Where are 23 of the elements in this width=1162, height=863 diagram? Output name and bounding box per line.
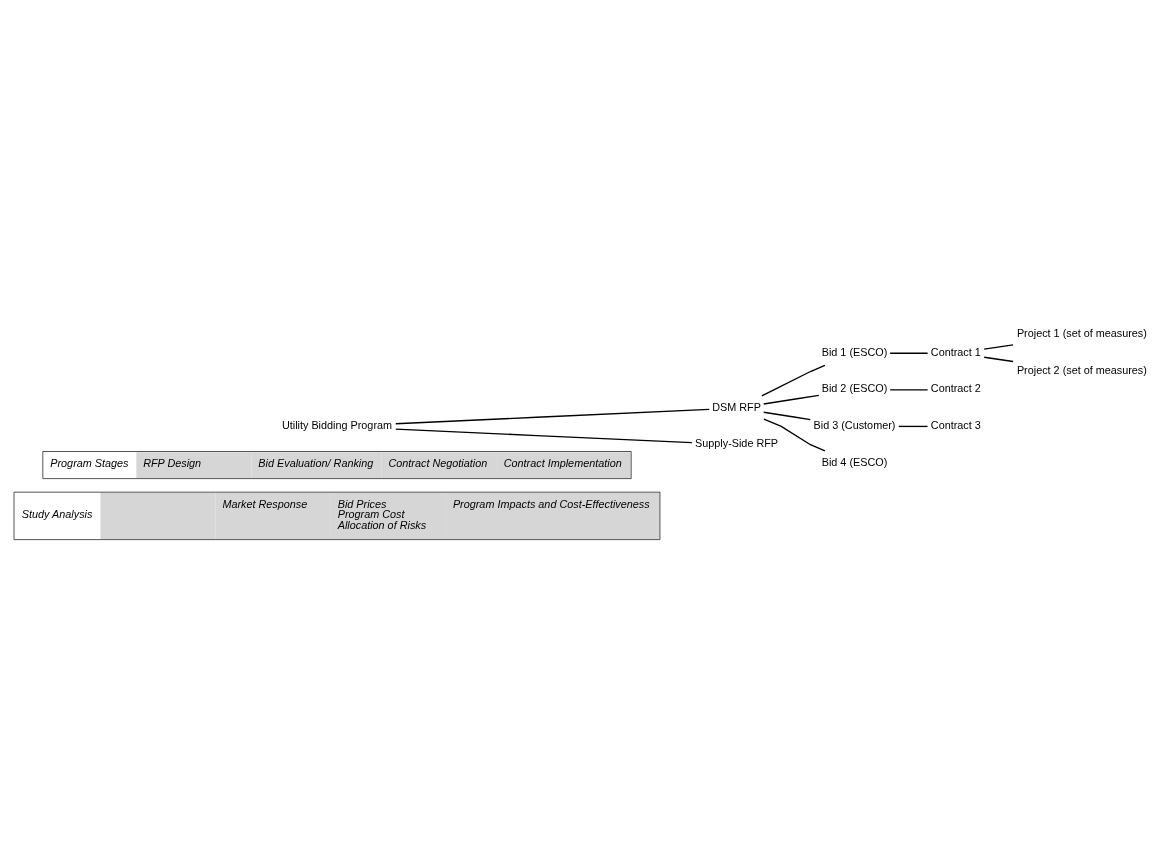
connector	[889, 389, 929, 391]
node-text: Bid 4 (ESCO)	[821, 455, 888, 468]
node-text: DSM RFP	[712, 400, 761, 413]
connector	[763, 418, 826, 452]
connector	[395, 408, 710, 425]
connector	[898, 425, 929, 428]
node-text: Bid 2 (ESCO)	[821, 382, 888, 395]
node-text: Project 2 (set of measures)	[1016, 364, 1147, 377]
node-text: Bid 3 (Customer)	[813, 418, 896, 431]
connector	[983, 356, 1014, 363]
node-text: Utility Bidding Program	[281, 418, 393, 431]
connector	[763, 411, 811, 421]
connector	[761, 364, 826, 397]
connector	[983, 344, 1014, 350]
node-text: Contract 2	[930, 382, 981, 395]
connector	[395, 428, 693, 444]
node-text: Project 1 (set of measures)	[1016, 327, 1147, 340]
connector	[889, 352, 929, 354]
connector	[763, 394, 820, 405]
node-text: Supply-Side RFP	[695, 437, 779, 450]
node-text: Contract 1	[930, 345, 981, 358]
node-text: Contract 3	[930, 418, 981, 431]
node-text: Bid 1 (ESCO)	[821, 345, 888, 358]
